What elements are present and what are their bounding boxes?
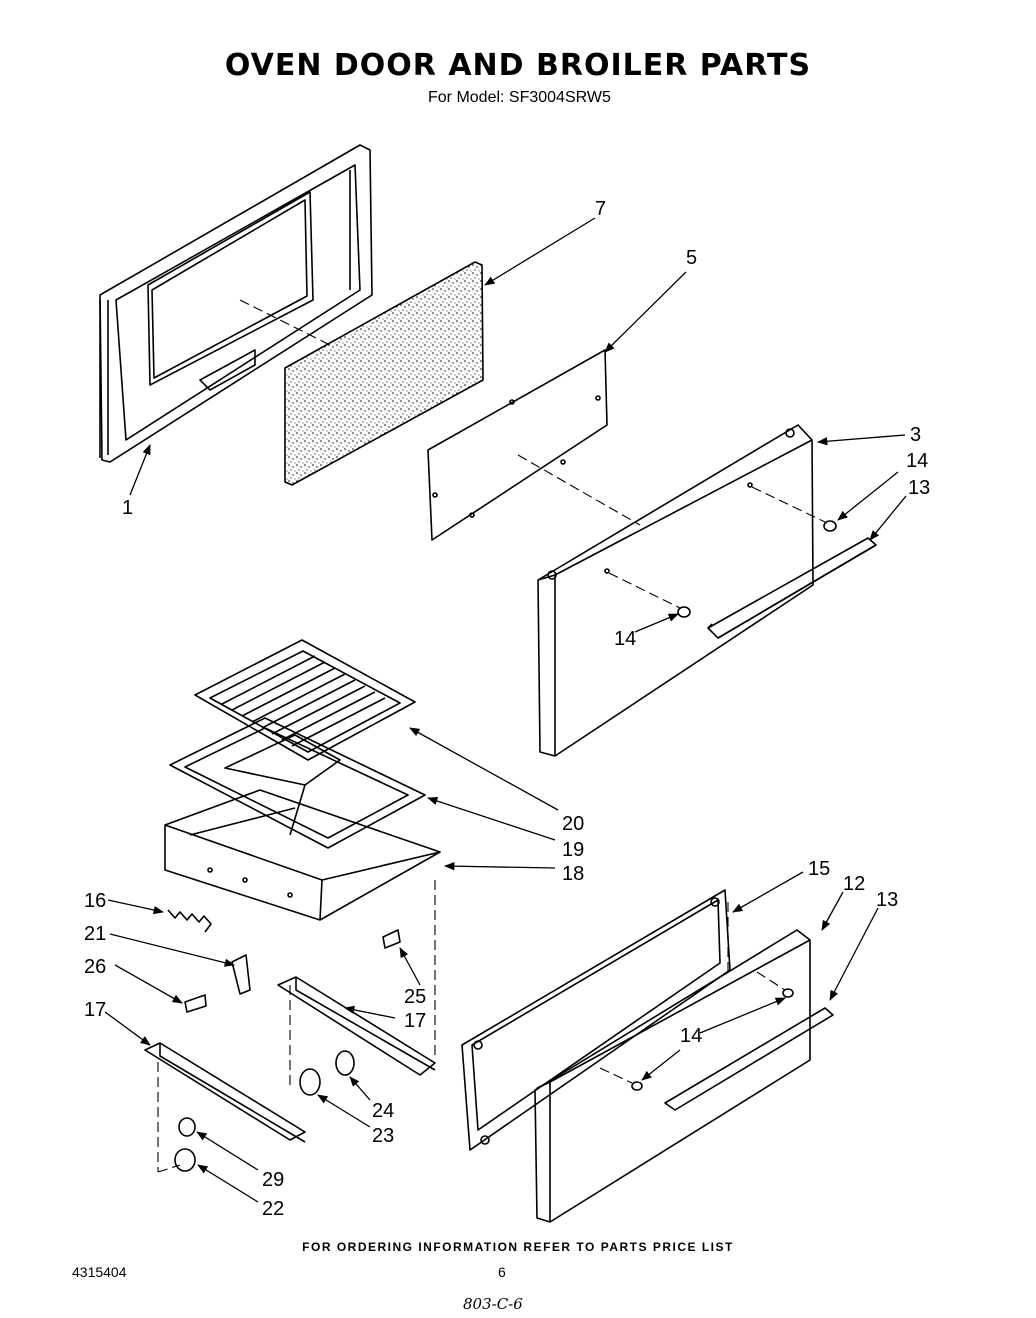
nut-part-29: [178, 1117, 196, 1137]
callout-25: 25: [404, 986, 426, 1008]
rail-part-17-upper: [277, 976, 436, 1076]
callout-26: 26: [84, 956, 106, 978]
callout-14-c: 14: [680, 1025, 702, 1047]
page-number: 6: [498, 1264, 506, 1280]
drawer-inner-panel-part-15: [461, 889, 731, 1151]
callout-19: 19: [562, 839, 584, 861]
callout-1: 1: [122, 497, 133, 519]
callout-5: 5: [686, 247, 697, 269]
door-liner-part-1: [99, 144, 373, 463]
spacer-part-14-c: [631, 1081, 643, 1091]
callout-15: 15: [808, 858, 830, 880]
page-title: OVEN DOOR AND BROILER PARTS: [224, 48, 812, 83]
callout-leaders: [104, 217, 907, 1203]
callout-29: 29: [262, 1169, 284, 1191]
knob-part-24: [335, 1050, 355, 1076]
model-subtitle: For Model: SF3004SRW5: [428, 89, 611, 106]
screw-part-26: [184, 994, 207, 1013]
callout-16: 16: [84, 890, 106, 912]
handwritten-note: 803-C-6: [463, 1295, 523, 1313]
callout-7: 7: [595, 198, 606, 220]
callout-17-b: 17: [84, 999, 106, 1021]
spacer-part-14-b: [677, 606, 691, 618]
callout-22: 22: [262, 1198, 284, 1220]
broiler-grid-part-20: [194, 639, 416, 761]
broiler-pan-part-18: [164, 789, 441, 921]
spacer-part-14-d: [782, 988, 794, 998]
rail-part-17-lower: [144, 1042, 306, 1143]
callout-12: 12: [843, 873, 865, 895]
door-handle-part-13: [707, 537, 877, 639]
callout-3: 3: [910, 424, 921, 446]
callout-24: 24: [372, 1100, 394, 1122]
inner-panel-part-5: [427, 349, 608, 541]
callout-13-a: 13: [908, 477, 930, 499]
drawer-handle-part-13: [664, 1007, 834, 1111]
insulation-part-7: [284, 261, 484, 486]
clip-part-25: [382, 929, 401, 949]
spring-part-16: [167, 909, 212, 933]
ordering-note: FOR ORDERING INFORMATION REFER TO PARTS …: [302, 1240, 734, 1254]
outer-door-panel-part-3: [537, 424, 814, 757]
callout-14-b: 14: [614, 628, 636, 650]
callout-13-b: 13: [876, 889, 898, 911]
assembly-lines: [157, 299, 826, 1173]
callout-18: 18: [562, 863, 584, 885]
callout-17-a: 17: [404, 1010, 426, 1032]
latch-part-21: [231, 954, 251, 995]
foot-part-22: [174, 1148, 196, 1172]
drawer-outer-panel-part-12: [534, 929, 811, 1223]
callout-23: 23: [372, 1125, 394, 1147]
callout-20: 20: [562, 813, 584, 835]
broiler-pan-insert-part-19: [169, 717, 426, 849]
knob-part-23: [299, 1068, 321, 1096]
document-number: 4315404: [72, 1264, 127, 1280]
callout-21: 21: [84, 923, 106, 945]
spacer-part-14-a: [823, 520, 837, 532]
callout-14-a: 14: [906, 450, 928, 472]
